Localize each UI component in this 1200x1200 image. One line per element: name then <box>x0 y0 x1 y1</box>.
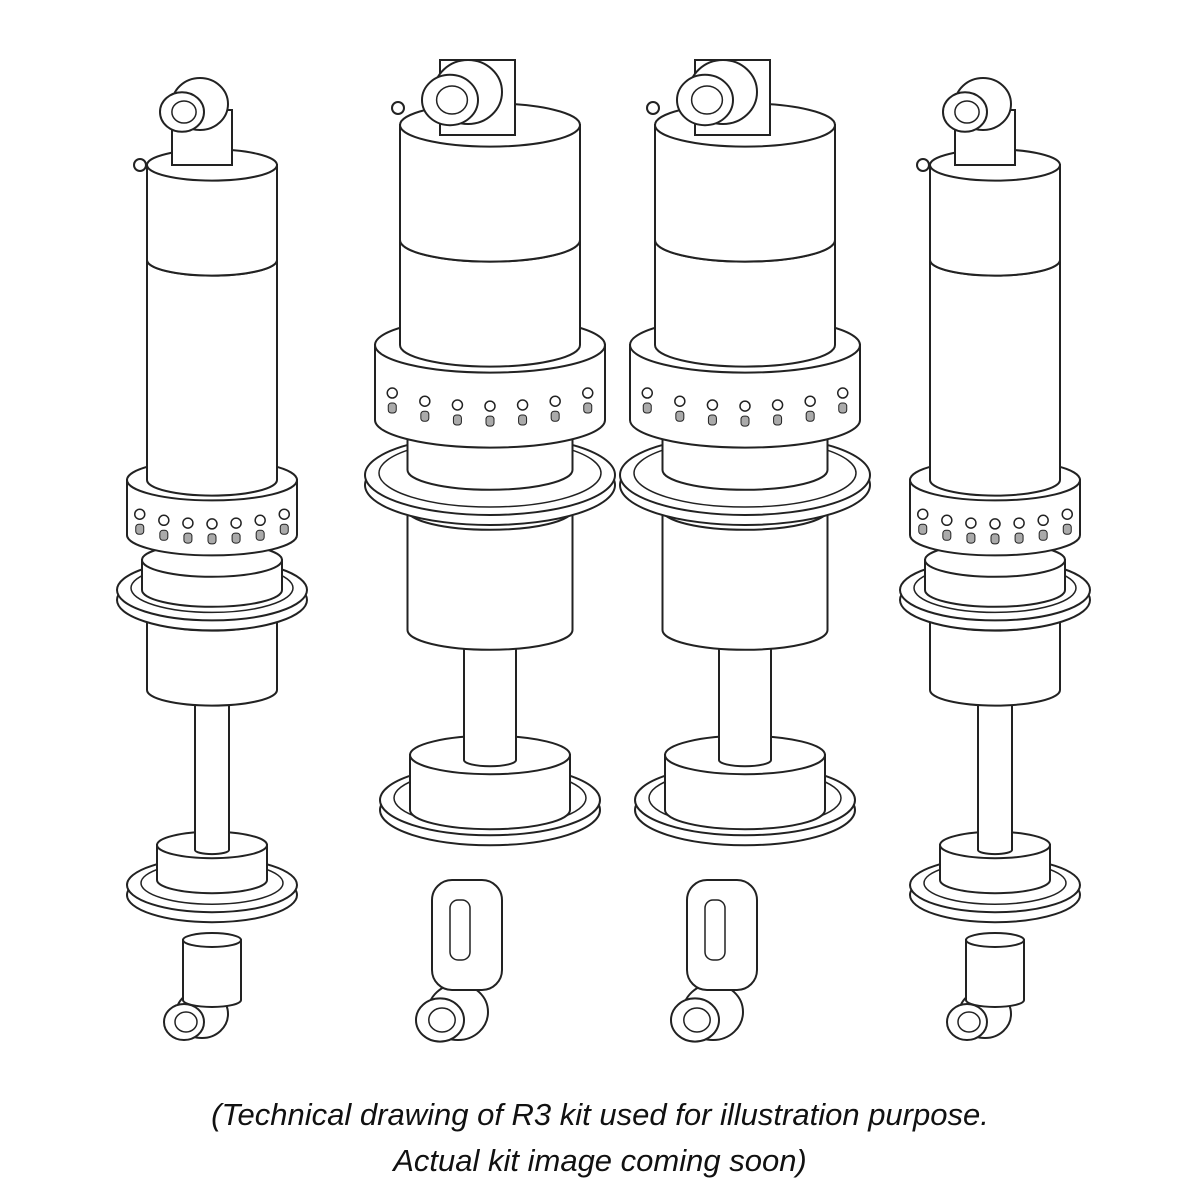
bleed-valve <box>391 101 405 115</box>
upper-eye <box>942 77 1012 133</box>
adjuster-hole <box>206 518 218 530</box>
knurl-notch <box>518 414 528 426</box>
adjuster-hole <box>582 387 594 399</box>
lower-eye <box>670 983 744 1043</box>
knurl-notch <box>387 402 397 414</box>
knurl-notch <box>452 414 462 426</box>
shock-absorber-3 <box>619 59 871 1043</box>
adjuster-hole <box>278 508 290 520</box>
knurl-notch <box>583 402 593 414</box>
lower-clevis <box>686 879 758 991</box>
adjuster-hole <box>158 514 170 527</box>
lower-cup <box>156 830 268 895</box>
adjuster-hole <box>837 387 849 399</box>
clevis-slot <box>449 899 471 961</box>
shock-absorber-2 <box>364 59 616 1043</box>
bleed-valve <box>133 158 147 172</box>
adjuster-hole <box>230 517 242 529</box>
piston-shaft <box>977 689 1013 856</box>
lower-mount <box>182 932 242 1008</box>
knurl-notch <box>990 533 1000 545</box>
upper-eye <box>421 59 503 127</box>
piston-shaft <box>194 689 230 856</box>
adjuster-hole <box>516 399 529 411</box>
adjuster-hole <box>706 399 719 411</box>
knurl-notch <box>550 410 560 422</box>
adjuster-hole <box>641 387 653 399</box>
adjuster-hole <box>451 399 464 411</box>
adjuster-hole <box>771 399 784 411</box>
adjuster-hole <box>182 517 194 529</box>
knurl-notch <box>159 529 169 541</box>
knurl-notch <box>1062 523 1072 535</box>
adjuster-hole <box>254 514 266 527</box>
bleed-valve <box>646 101 660 115</box>
knurl-notch <box>231 532 241 544</box>
adjuster-hole <box>739 400 751 412</box>
knurl-notch <box>207 533 217 545</box>
lower-eye <box>415 983 489 1043</box>
clevis-slot <box>704 899 726 961</box>
knurl-notch <box>966 532 976 544</box>
shock-absorber-drawing <box>116 59 1091 1043</box>
knurl-notch <box>740 415 750 427</box>
upper-eye <box>159 77 229 133</box>
adjuster-hole <box>1061 508 1073 520</box>
knurl-notch <box>773 414 783 426</box>
knurl-notch <box>942 529 952 541</box>
adjuster-hole <box>1013 517 1025 529</box>
knurl-notch <box>918 523 928 535</box>
bleed-valve <box>916 158 930 172</box>
knurl-notch <box>838 402 848 414</box>
shock-absorber-4 <box>899 77 1091 1041</box>
knurl-notch <box>707 414 717 426</box>
main-body <box>929 243 1061 497</box>
knurl-notch <box>1014 532 1024 544</box>
main-body <box>146 243 278 497</box>
lower-mount <box>965 932 1025 1008</box>
knurl-notch <box>805 410 815 422</box>
adjuster-hole <box>965 517 977 529</box>
knurl-notch <box>1038 529 1048 541</box>
adjuster-hole <box>941 514 953 527</box>
caption: (Technical drawing of R3 kit used for il… <box>0 1092 1200 1184</box>
adjuster-hole <box>419 395 431 407</box>
piston-shaft <box>718 632 772 768</box>
shock-absorber-1 <box>116 77 308 1041</box>
adjuster-hole <box>134 508 146 520</box>
adjuster-hole <box>549 395 561 407</box>
reservoir-cap <box>146 148 278 277</box>
caption-line-1: (Technical drawing of R3 kit used for il… <box>211 1097 989 1132</box>
knurl-notch <box>255 529 265 541</box>
adjuster-hole <box>804 395 816 407</box>
knurl-notch <box>420 410 430 422</box>
reservoir-cap <box>929 148 1061 277</box>
knurl-notch <box>135 523 145 535</box>
adjuster-hole <box>917 508 929 520</box>
knurl-notch <box>642 402 652 414</box>
piston-shaft <box>463 632 517 768</box>
adjuster-hole <box>1037 514 1049 527</box>
caption-line-2: Actual kit image coming soon) <box>393 1143 807 1178</box>
knurl-notch <box>485 415 495 427</box>
adjuster-hole <box>674 395 686 407</box>
adjuster-hole <box>989 518 1001 530</box>
knurl-notch <box>183 532 193 544</box>
upper-eye <box>676 59 758 127</box>
adjuster-hole <box>484 400 496 412</box>
lower-clevis <box>431 879 503 991</box>
knurl-notch <box>675 410 685 422</box>
adjuster-hole <box>386 387 398 399</box>
knurl-notch <box>279 523 289 535</box>
